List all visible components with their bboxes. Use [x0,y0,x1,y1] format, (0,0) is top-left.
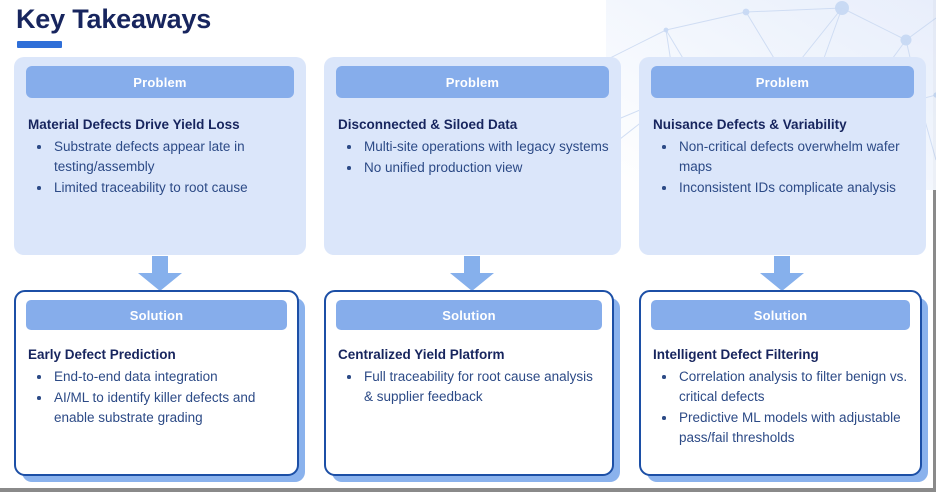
title-underline-accent [17,41,62,48]
problem-card-2: Problem Disconnected & Siloed Data Multi… [324,57,621,255]
solution-heading-3: Intelligent Defect Filtering [653,347,819,362]
problem-card-3: Problem Nuisance Defects & Variability N… [639,57,926,255]
down-arrow-icon-3 [760,256,804,291]
solution-badge-1: Solution [26,300,287,330]
problem-body-1: Material Defects Drive Yield Loss Substr… [28,116,294,199]
problem-body-3: Nuisance Defects & Variability Non-criti… [653,116,914,199]
solution-body-2: Centralized Yield Platform Full traceabi… [338,346,602,408]
list-item: AI/ML to identify killer defects and ena… [28,388,287,428]
solution-body-1: Early Defect Prediction End-to-end data … [28,346,287,429]
problem-bullets-1: Substrate defects appear late in testing… [28,137,294,198]
list-item: End-to-end data integration [28,367,287,387]
down-arrow-icon-1 [138,256,182,291]
problem-body-2: Disconnected & Siloed Data Multi-site op… [338,116,609,179]
problem-heading-1: Material Defects Drive Yield Loss [28,117,240,132]
solution-bullets-2: Full traceability for root cause analysi… [338,367,602,407]
solution-body-3: Intelligent Defect Filtering Correlation… [653,346,910,449]
problem-heading-2: Disconnected & Siloed Data [338,117,518,132]
list-item: Full traceability for root cause analysi… [338,367,602,407]
solution-card-2: Solution Centralized Yield Platform Full… [324,290,614,476]
solution-card-3: Solution Intelligent Defect Filtering Co… [639,290,922,476]
list-item: Limited traceability to root cause [28,178,294,198]
page-title: Key Takeaways [16,4,212,34]
problem-badge-1: Problem [26,66,294,98]
solution-bullets-1: End-to-end data integration AI/ML to ide… [28,367,287,428]
solution-bullets-3: Correlation analysis to filter benign vs… [653,367,910,448]
list-item: Multi-site operations with legacy system… [338,137,609,157]
solution-heading-2: Centralized Yield Platform [338,347,505,362]
list-item: Substrate defects appear late in testing… [28,137,294,177]
problem-bullets-3: Non-critical defects overwhelm wafer map… [653,137,914,198]
problem-card-1: Problem Material Defects Drive Yield Los… [14,57,306,255]
solution-heading-1: Early Defect Prediction [28,347,176,362]
problem-badge-2: Problem [336,66,609,98]
down-arrow-icon-2 [450,256,494,291]
problem-heading-3: Nuisance Defects & Variability [653,117,847,132]
list-item: Non-critical defects overwhelm wafer map… [653,137,914,177]
list-item: Predictive ML models with adjustable pas… [653,408,910,448]
list-item: No unified production view [338,158,609,178]
problem-badge-3: Problem [651,66,914,98]
problem-bullets-2: Multi-site operations with legacy system… [338,137,609,178]
solution-badge-3: Solution [651,300,910,330]
solution-badge-2: Solution [336,300,602,330]
list-item: Inconsistent IDs complicate analysis [653,178,914,198]
list-item: Correlation analysis to filter benign vs… [653,367,910,407]
solution-card-1: Solution Early Defect Prediction End-to-… [14,290,299,476]
